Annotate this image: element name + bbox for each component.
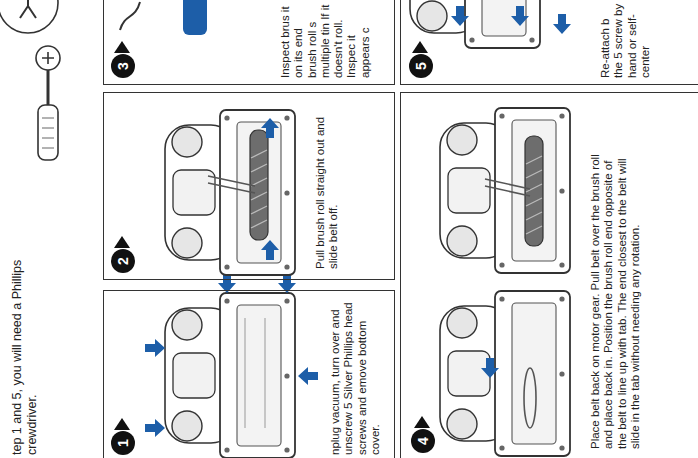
step-text: Place belt back on motor gear. Pull belt…	[589, 149, 642, 449]
text-box: nplug vacuum, turn over and unscrew 5 Si…	[329, 295, 382, 455]
text-box: Re-attach b the 5 screw by hand or self-…	[599, 2, 652, 78]
step-number-text: 4	[416, 437, 430, 445]
text-box: Pull brush roll straight out and slide b…	[314, 97, 341, 269]
step-number: 3	[111, 54, 135, 78]
step-number-text: 2	[116, 257, 130, 265]
step-text: Pull brush roll straight out and slide b…	[314, 97, 341, 269]
step-number-text: 3	[116, 62, 130, 70]
step-text: Inspect brus it on its end brush roll s …	[279, 2, 372, 78]
text-box: Inspect brus it on its end brush roll s …	[279, 2, 372, 78]
step-panel: Pull brush roll straight out and slide b…	[103, 92, 395, 280]
text-box: Place belt back on motor gear. Pull belt…	[589, 149, 642, 449]
step-panel: Place belt back on motor gear. Pull belt…	[400, 92, 698, 458]
step-number: 1	[111, 431, 135, 455]
intro-note: tep 1 and 5, you will need a Phillips cr…	[10, 221, 40, 455]
step-number: 2	[111, 249, 135, 273]
step-number-text: 1	[116, 439, 130, 447]
step-text: nplug vacuum, turn over and unscrew 5 Si…	[329, 295, 382, 455]
step-panel: Re-attach b the 5 screw by hand or self-…	[400, 0, 698, 85]
step-text: Re-attach b the 5 screw by hand or self-…	[599, 2, 652, 78]
step-panel: Inspect brus it on its end brush roll s …	[103, 0, 395, 85]
step-number: 5	[409, 54, 433, 78]
step-panel: nplug vacuum, turn over and unscrew 5 Si…	[103, 290, 395, 458]
step-number: 4	[411, 429, 435, 453]
label-box: tep 1 and 5, you will need a Phillips cr…	[10, 221, 40, 455]
step-number-text: 5	[414, 62, 428, 70]
